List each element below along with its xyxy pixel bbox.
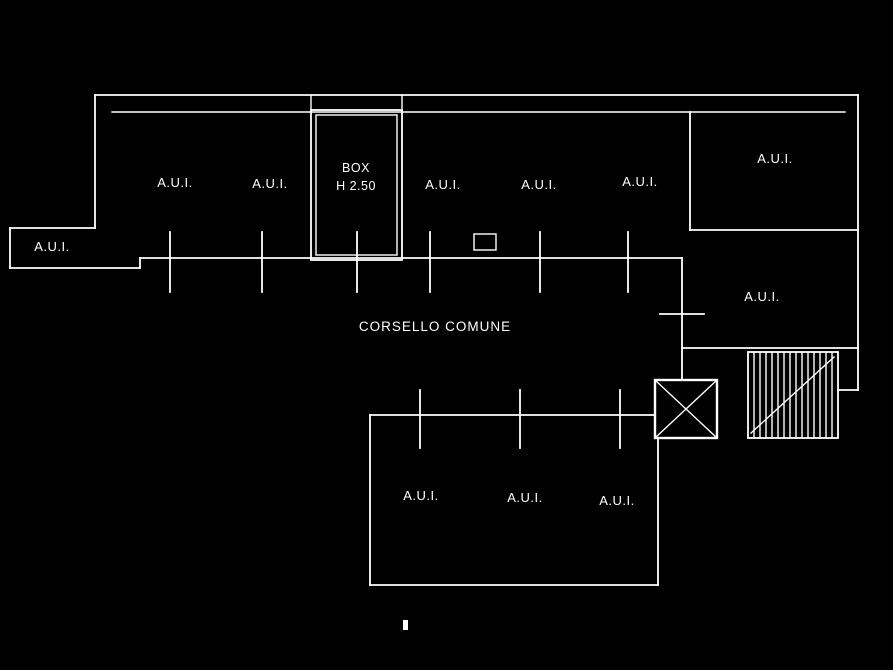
box-room-inner-outline <box>315 114 398 256</box>
unit-label-left: A.U.I. <box>34 239 70 254</box>
unit-label-top-1: A.U.I. <box>157 175 193 190</box>
elevator-outline <box>653 378 719 440</box>
box-room-label-line2: H 2.50 <box>336 179 376 193</box>
corridor-label: CORSELLO COMUNE <box>359 319 511 334</box>
unit-label-right: A.U.I. <box>744 289 780 304</box>
box-room-label-line1: BOX <box>342 161 370 175</box>
lower-wing-walls <box>369 414 659 586</box>
unit-label-bottom-3: A.U.I. <box>599 493 635 508</box>
stair-outline <box>747 351 839 439</box>
lower-door-marks <box>419 389 621 449</box>
box-room-outline <box>310 109 403 261</box>
corridor-upper-wall <box>139 233 683 381</box>
elevator-cross-line <box>655 380 717 438</box>
box-room: BOX H 2.50 <box>310 94 403 261</box>
unit-labels: A.U.I. A.U.I. A.U.I. A.U.I. A.U.I. A.U.I… <box>34 151 793 508</box>
unit-label-top-3: A.U.I. <box>425 177 461 192</box>
pillar <box>473 233 497 251</box>
right-rooms-walls <box>681 111 859 391</box>
page-mark <box>403 620 408 630</box>
unit-label-top-2: A.U.I. <box>252 176 288 191</box>
upper-door-marks <box>169 231 705 315</box>
unit-label-top-4: A.U.I. <box>521 177 557 192</box>
unit-label-top-5: A.U.I. <box>622 174 658 189</box>
unit-label-bottom-1: A.U.I. <box>403 488 439 503</box>
left-room-walls <box>9 227 141 269</box>
outer-walls <box>94 94 859 391</box>
stair-direction-line <box>750 356 835 434</box>
staircase <box>747 351 839 439</box>
unit-label-top-right: A.U.I. <box>757 151 793 166</box>
unit-label-bottom-2: A.U.I. <box>507 490 543 505</box>
elevator-shaft <box>653 378 719 440</box>
